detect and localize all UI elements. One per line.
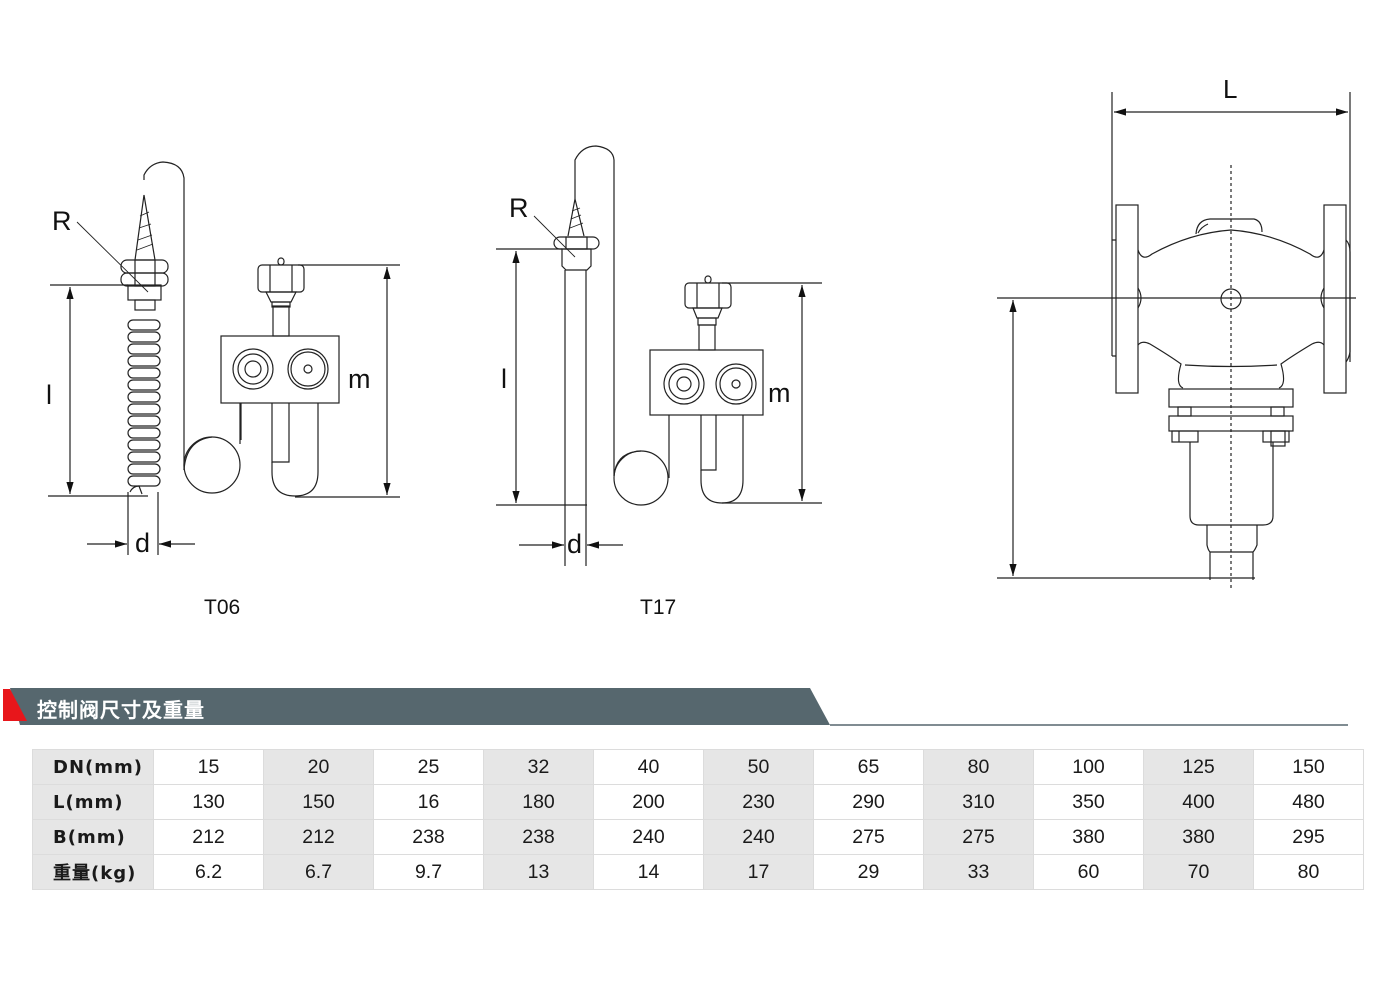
table-cell: 350 <box>1033 784 1144 820</box>
section-accent-triangle <box>3 689 27 721</box>
table-cell: 238 <box>373 819 484 855</box>
table-cell: 70 <box>1143 854 1254 890</box>
table-cell: 15 <box>153 749 264 785</box>
t06-label-l: l <box>46 380 52 410</box>
t17-label-l: l <box>501 364 507 394</box>
table-cell: 9.7 <box>373 854 484 890</box>
table-cell: 212 <box>263 819 374 855</box>
t06-caption: T06 <box>204 596 241 619</box>
table-cell: 20 <box>263 749 374 785</box>
valve-label-l: L <box>1223 74 1237 104</box>
t17-label-d: d <box>567 529 582 559</box>
table-cell: 150 <box>263 784 374 820</box>
t17-label-m: m <box>768 378 791 408</box>
table-cell: 275 <box>923 819 1034 855</box>
table-cell: 310 <box>923 784 1034 820</box>
table-cell: 25 <box>373 749 484 785</box>
table-cell: 17 <box>703 854 814 890</box>
table-cell: 65 <box>813 749 924 785</box>
table-cell: 6.2 <box>153 854 264 890</box>
table-cell: 230 <box>703 784 814 820</box>
technical-drawings: R l m d <box>46 74 1356 619</box>
valve-body-drawing <box>997 92 1356 588</box>
table-cell: 14 <box>593 854 704 890</box>
table-cell: 400 <box>1143 784 1254 820</box>
table-cell: 130 <box>153 784 264 820</box>
table-cell: 33 <box>923 854 1034 890</box>
table-cell: 275 <box>813 819 924 855</box>
table-cell: 150 <box>1253 749 1364 785</box>
t17-caption: T17 <box>640 596 677 619</box>
table-cell: 50 <box>703 749 814 785</box>
t17-label-r: R <box>509 193 529 223</box>
table-cell: 238 <box>483 819 594 855</box>
table-cell: 290 <box>813 784 924 820</box>
table-cell: 200 <box>593 784 704 820</box>
section-header-shape <box>3 688 1348 726</box>
table-cell: 295 <box>1253 819 1364 855</box>
t06-label-m: m <box>348 364 371 394</box>
section-header <box>0 688 1390 728</box>
table-cell: 380 <box>1143 819 1254 855</box>
table-cell: 480 <box>1253 784 1364 820</box>
table-cell: 125 <box>1143 749 1254 785</box>
row-header: DN(mm) <box>32 749 154 785</box>
drawings-canvas: R l m d <box>46 74 1356 588</box>
table-cell: 40 <box>593 749 704 785</box>
section-header-bar <box>10 688 830 725</box>
t17-sensor-drawing <box>496 145 822 566</box>
table-cell: 80 <box>923 749 1034 785</box>
t06-label-d: d <box>135 528 150 558</box>
table-cell: 29 <box>813 854 924 890</box>
section-title: 控制阀尺寸及重量 <box>37 698 205 722</box>
t06-sensor-drawing <box>48 161 400 555</box>
table-cell: 100 <box>1033 749 1144 785</box>
table-cell: 240 <box>593 819 704 855</box>
coil-spring <box>127 319 161 495</box>
table-cell: 380 <box>1033 819 1144 855</box>
table-cell: 240 <box>703 819 814 855</box>
table-cell: 6.7 <box>263 854 374 890</box>
row-header: B(mm) <box>32 819 154 855</box>
table-cell: 212 <box>153 819 264 855</box>
table-cell: 80 <box>1253 854 1364 890</box>
t06-label-r: R <box>52 206 72 236</box>
table-cell: 180 <box>483 784 594 820</box>
table-cell: 13 <box>483 854 594 890</box>
table-cell: 32 <box>483 749 594 785</box>
table-cell: 60 <box>1033 854 1144 890</box>
row-header: 重量(kg) <box>32 854 154 890</box>
row-header: L(mm) <box>32 784 154 820</box>
table-cell: 16 <box>373 784 484 820</box>
